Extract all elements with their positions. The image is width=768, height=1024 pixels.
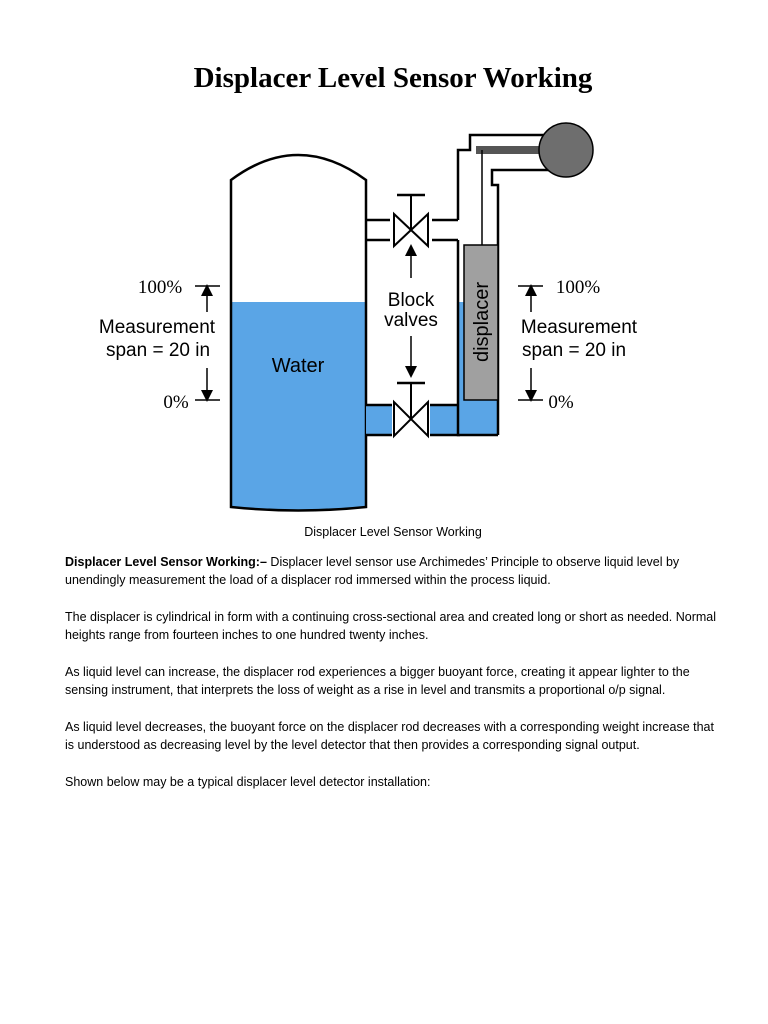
paragraph-4: As liquid level decreases, the buoyant f…	[65, 720, 714, 752]
right-span-line2: span = 20 in	[522, 340, 626, 361]
displacer-body	[463, 244, 499, 401]
upper-block-valve	[393, 193, 429, 249]
paragraph-5: Shown below may be a typical displacer l…	[65, 775, 431, 789]
paragraph-2: The displacer is cylindrical in form wit…	[65, 610, 717, 642]
left-span-line1: Measurement	[99, 317, 216, 338]
water-label: Water	[272, 355, 325, 377]
paragraph-3: As liquid level can increase, the displa…	[65, 665, 690, 697]
left-100-label: 100%	[138, 277, 183, 298]
left-0-label: 0%	[163, 392, 189, 413]
paragraph-1-lead: Displacer Level Sensor Working:–	[65, 555, 267, 569]
right-0-label: 0%	[548, 392, 574, 413]
vessel-water	[231, 302, 366, 511]
upper-pipe	[366, 218, 458, 242]
lower-pipe-water-left	[366, 405, 392, 435]
vessel-outline	[229, 153, 368, 512]
lower-pipe	[366, 403, 460, 437]
displacer-diagram: displacer Block valves Water 100% Measur…	[99, 122, 638, 512]
right-span-line1: Measurement	[521, 317, 638, 338]
page-title: Displacer Level Sensor Working	[193, 62, 593, 94]
block-valves-line1: Block	[388, 290, 435, 311]
right-100-label: 100%	[556, 277, 601, 298]
paragraph-1-text: Displacer level sensor use Archimedes’ P…	[65, 555, 680, 587]
lower-block-valve	[393, 381, 429, 439]
paragraph-1: Displacer Level Sensor Working:– Displac…	[65, 553, 725, 589]
article-body: Displacer Level Sensor Working:– Displac…	[65, 553, 725, 810]
left-span-line2: span = 20 in	[106, 340, 210, 361]
torque-arm	[476, 146, 540, 154]
right-measurement-span: 100% Measurement span = 20 in 0%	[518, 277, 638, 413]
left-measurement-span: 100% Measurement span = 20 in 0%	[99, 277, 220, 413]
block-valves-line2: valves	[384, 310, 438, 331]
vessel-water-fill	[231, 302, 366, 511]
displacer-label: displacer	[471, 282, 493, 362]
figure-caption: Displacer Level Sensor Working	[304, 525, 482, 539]
float-ball	[538, 122, 594, 178]
lower-pipe-water-right	[430, 405, 460, 435]
